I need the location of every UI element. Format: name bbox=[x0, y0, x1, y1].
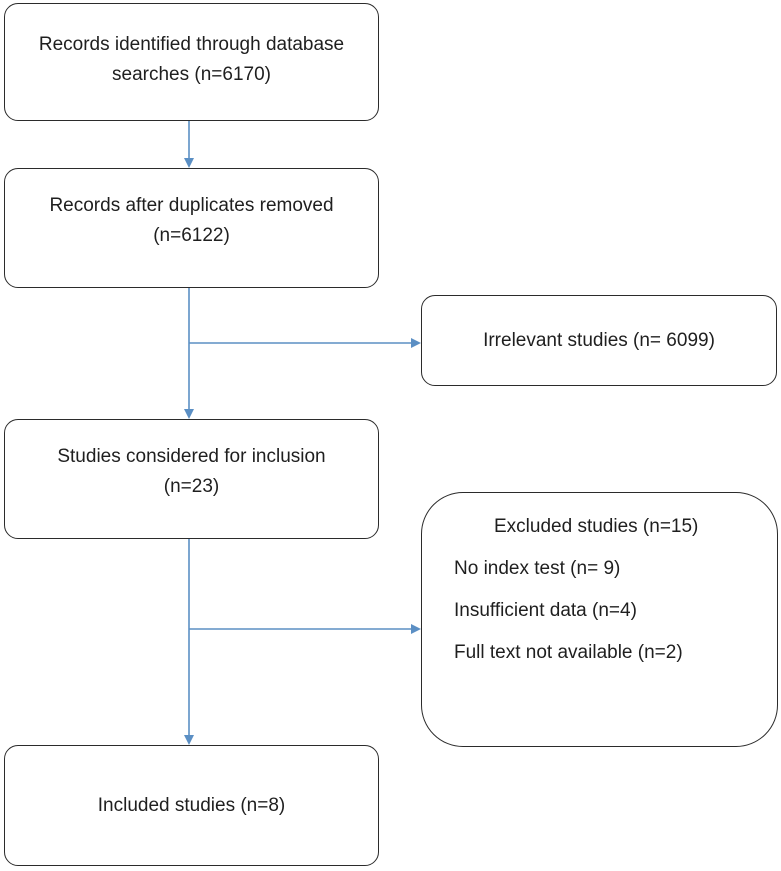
irrelevant-studies-label: Irrelevant studies (n= 6099) bbox=[483, 329, 715, 351]
records-identified-box: Records identified through database sear… bbox=[4, 3, 379, 121]
duplicates-removed-line1: Records after duplicates removed bbox=[49, 195, 334, 216]
excluded-studies-title: Excluded studies (n=15) bbox=[494, 516, 699, 537]
included-studies-box: Included studies (n=8) bbox=[4, 745, 379, 866]
studies-considered-line2: (n=23) bbox=[163, 476, 220, 497]
included-studies-label: Included studies (n=8) bbox=[97, 794, 286, 816]
studies-considered-line1: Studies considered for inclusion bbox=[57, 446, 326, 467]
duplicates-removed-box: Records after duplicates removed (n=6122… bbox=[4, 168, 379, 288]
excluded-studies-box: Excluded studies (n=15) No index test (n… bbox=[421, 492, 778, 747]
records-identified-line2: searches (n=6170) bbox=[112, 64, 271, 85]
excluded-reason-no-index-test: No index test (n= 9) bbox=[454, 558, 621, 579]
studies-considered-box: Studies considered for inclusion (n=23) bbox=[4, 419, 379, 539]
duplicates-removed-line2: (n=6122) bbox=[153, 225, 230, 246]
irrelevant-studies-box: Irrelevant studies (n= 6099) bbox=[421, 295, 777, 386]
excluded-reason-full-text-unavailable: Full text not available (n=2) bbox=[454, 642, 683, 663]
excluded-reason-insufficient-data: Insufficient data (n=4) bbox=[454, 600, 637, 621]
records-identified-line1: Records identified through database bbox=[38, 34, 345, 55]
